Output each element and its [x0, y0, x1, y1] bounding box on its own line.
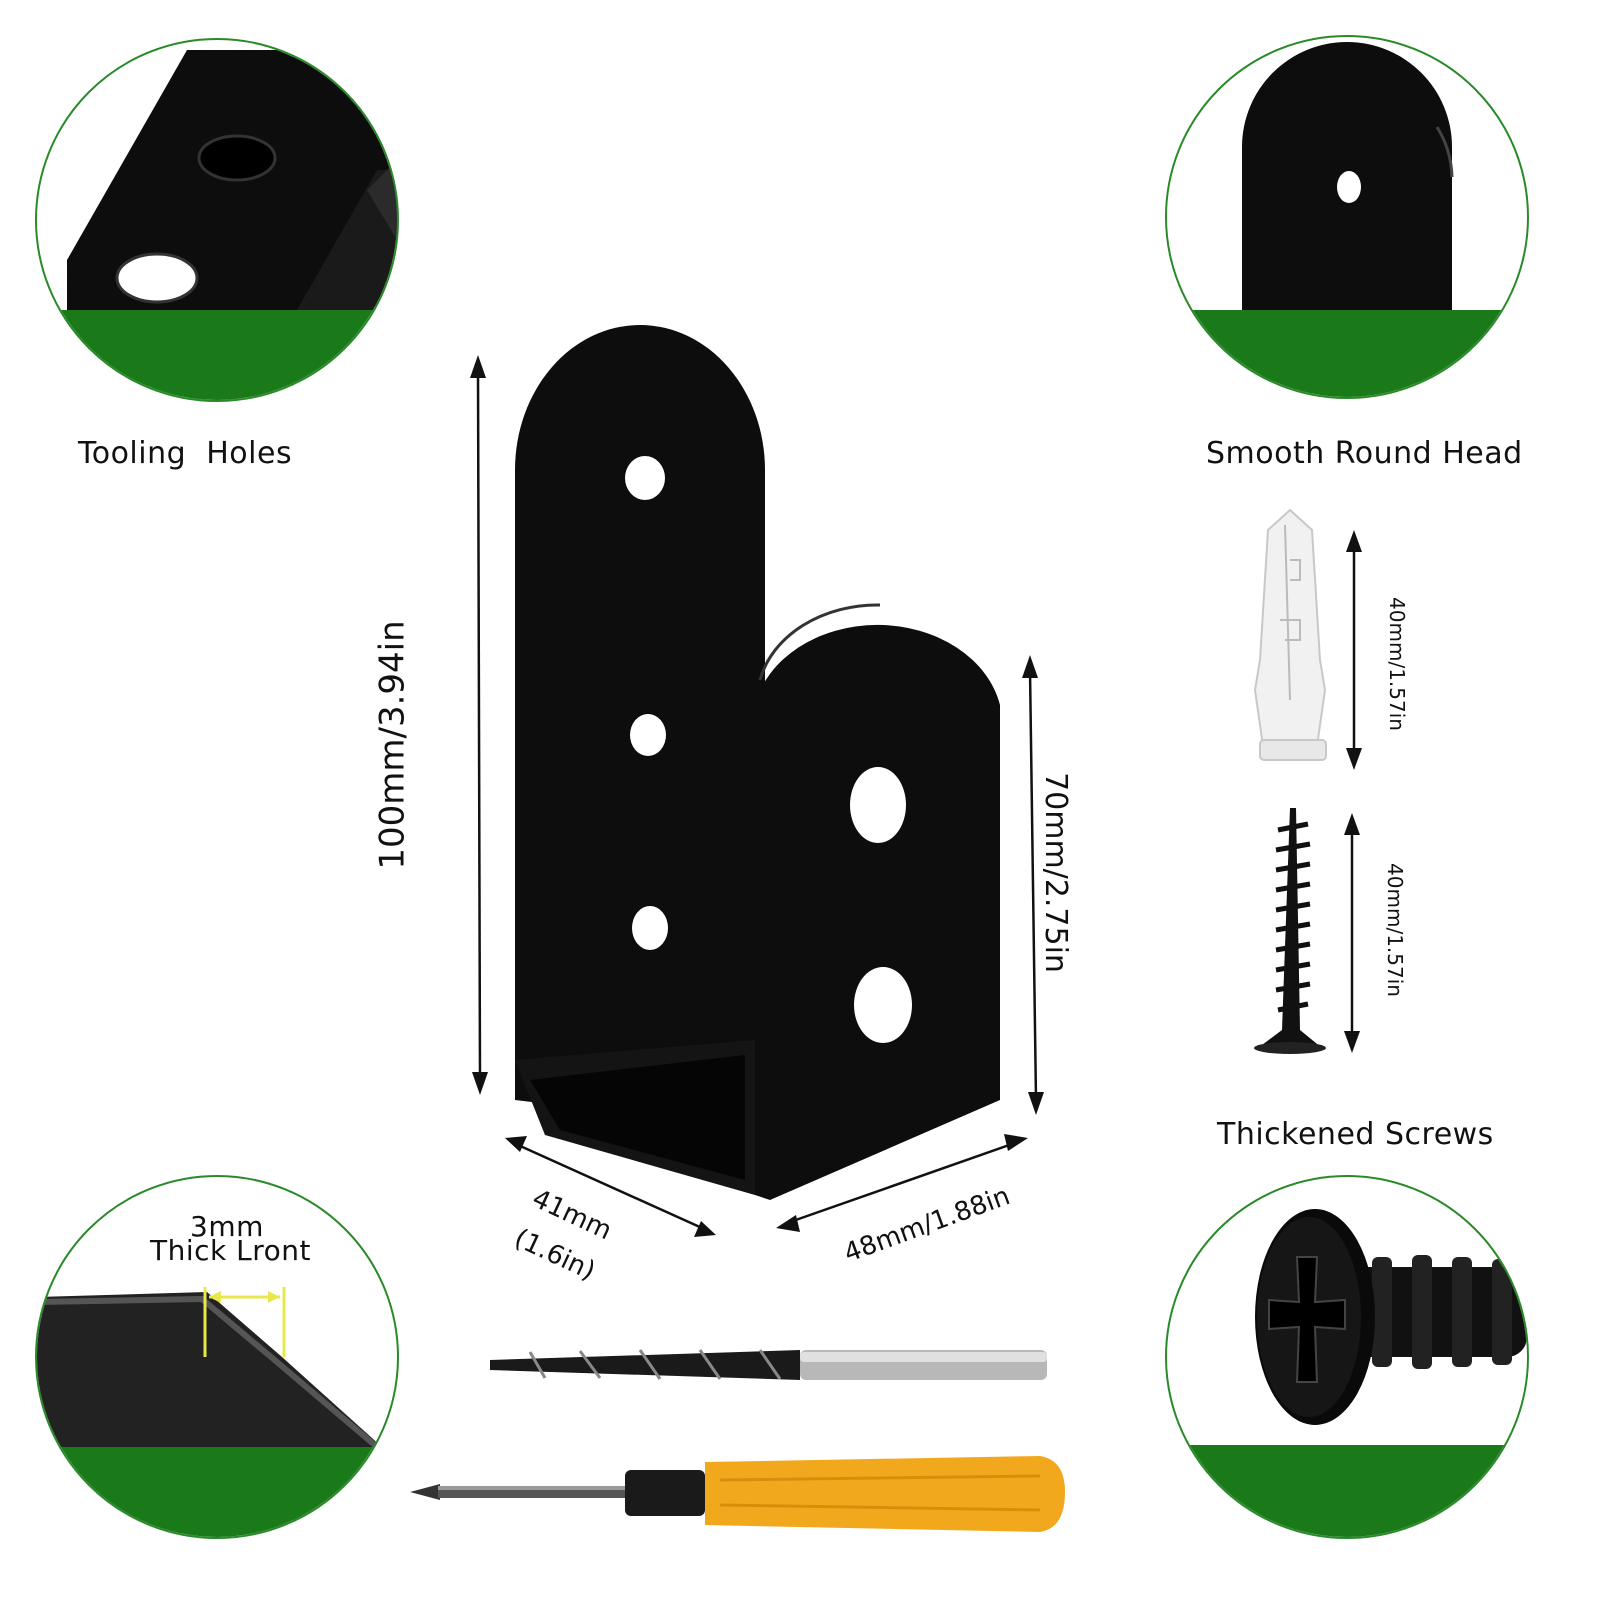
round-head-zoom — [1165, 35, 1529, 399]
thickness-label-line1: 3mm — [190, 1210, 264, 1243]
bracket-corner-icon — [37, 50, 397, 400]
bracket-edge-icon — [37, 1287, 397, 1537]
tooling-holes-zoom — [35, 38, 399, 402]
screw-icon — [1254, 808, 1326, 1054]
screw-head-zoom — [1165, 1175, 1529, 1539]
thickness-zoom — [35, 1175, 399, 1539]
wall-anchor-icon — [1253, 508, 1327, 761]
tooling-holes-label: Tooling Holes — [78, 436, 293, 471]
smooth-round-head-label: Smooth Round Head — [1206, 436, 1523, 471]
screw-head-icon — [1167, 1209, 1527, 1537]
round-head-icon — [1167, 42, 1527, 397]
thickness-label-line2: Thick Lront — [150, 1234, 311, 1267]
thickened-screws-label: Thickened Screws — [1217, 1117, 1494, 1152]
